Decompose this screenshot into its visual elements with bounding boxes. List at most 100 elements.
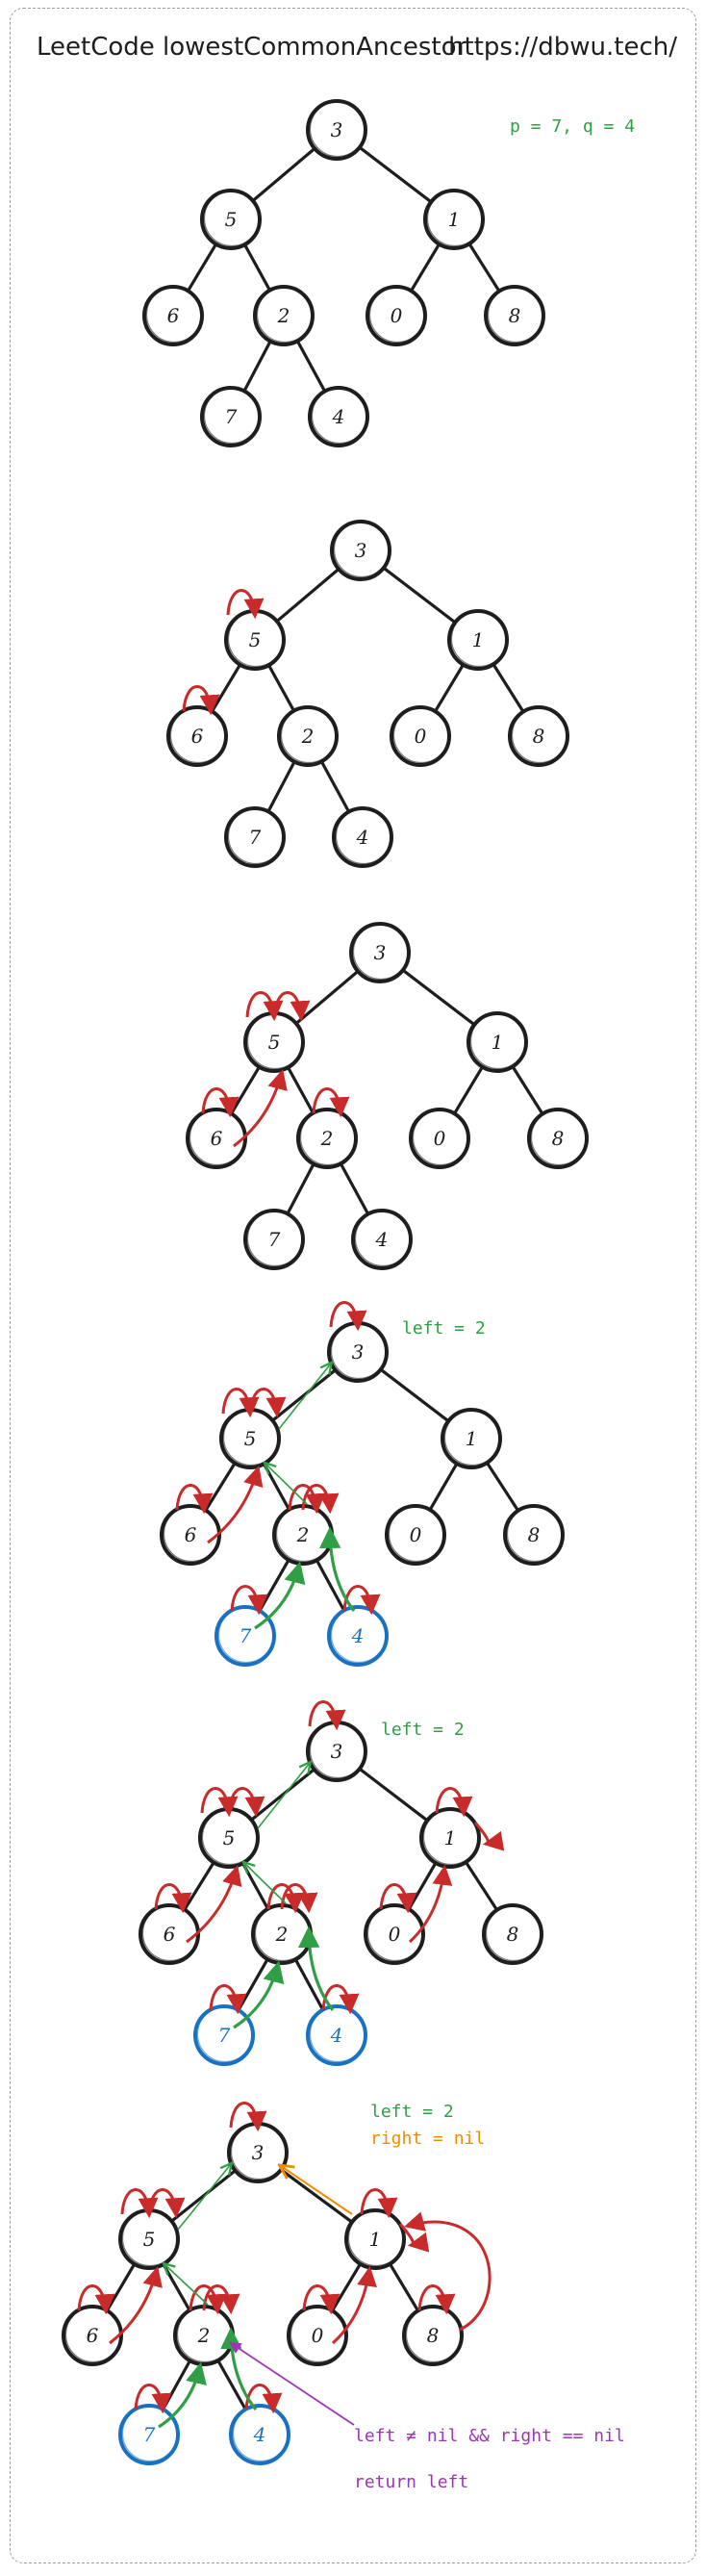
red-call-arrow bbox=[360, 2188, 398, 2219]
node-label: 0 bbox=[312, 2324, 324, 2347]
node-label: 7 bbox=[249, 826, 262, 849]
green-return-arrow bbox=[254, 1561, 306, 1630]
panel-note: return left bbox=[354, 2472, 468, 2492]
node-label: 8 bbox=[528, 1523, 541, 1546]
tree-edge bbox=[242, 339, 272, 394]
tree-node-sketch bbox=[335, 807, 392, 865]
red-call-arrow bbox=[175, 1484, 214, 1515]
tree-node-sketch bbox=[256, 286, 314, 344]
tree-edge bbox=[286, 1161, 315, 1216]
red-return-arrow bbox=[403, 2211, 492, 2332]
tree-node-sketch bbox=[352, 923, 410, 981]
node-label: 4 bbox=[356, 826, 369, 849]
tree-node-sketch bbox=[203, 190, 261, 247]
panel-note: left = 2 bbox=[381, 1720, 465, 1740]
green-return-arrow bbox=[233, 1960, 285, 2029]
red-call-arrow bbox=[308, 1700, 346, 1731]
red-call-arrow bbox=[209, 1984, 247, 2015]
green-return-arrow bbox=[278, 1364, 331, 1430]
red-call-arrow bbox=[302, 2284, 340, 2315]
node-label: 7 bbox=[268, 1228, 281, 1251]
node-label: 3 bbox=[374, 941, 387, 964]
tree-node-sketch bbox=[217, 1606, 275, 1664]
tree-edge bbox=[379, 1367, 450, 1423]
panel-note: left ≠ nil && right == nil bbox=[354, 2426, 625, 2446]
red-call-arrow bbox=[200, 1787, 239, 1818]
green-return-arrow bbox=[318, 1526, 356, 1612]
tree-node-sketch bbox=[469, 1012, 527, 1070]
tree-node-sketch bbox=[511, 706, 568, 764]
tree-node-sketch bbox=[412, 1109, 469, 1166]
red-call-arrow bbox=[329, 1301, 367, 1332]
red-call-arrow bbox=[272, 991, 311, 1022]
tree-node-sketch bbox=[347, 2209, 405, 2267]
node-label: 2 bbox=[277, 304, 290, 327]
tree-edge bbox=[452, 1065, 485, 1115]
tree-node-sketch bbox=[487, 286, 544, 344]
tree-node-sketch bbox=[506, 1505, 564, 1563]
tree-edge bbox=[358, 1767, 429, 1823]
node-label: 2 bbox=[301, 725, 315, 748]
node-label: 2 bbox=[320, 1127, 334, 1150]
orange-return-arrow bbox=[281, 2166, 353, 2215]
node-label: 4 bbox=[330, 2024, 343, 2047]
page-title: LeetCode lowestCommonAncestor bbox=[37, 33, 467, 62]
green-return-arrow bbox=[158, 2361, 207, 2429]
node-label: 8 bbox=[533, 725, 545, 748]
red-call-arrow bbox=[417, 2284, 456, 2315]
red-return-arrow bbox=[408, 1864, 453, 1944]
node-label: 4 bbox=[332, 405, 345, 428]
red-call-arrow bbox=[288, 1484, 326, 1515]
node-label: 7 bbox=[143, 2423, 156, 2446]
tree-node-sketch bbox=[485, 1904, 542, 1962]
red-return-arrow bbox=[233, 1068, 288, 1148]
green-return-arrow bbox=[265, 1464, 308, 1505]
node-label: 1 bbox=[369, 2228, 382, 2251]
red-call-arrow bbox=[77, 2284, 115, 2315]
tree-edge bbox=[242, 242, 272, 293]
tree-node-sketch bbox=[388, 1505, 445, 1563]
tree-node-sketch bbox=[227, 807, 285, 865]
tree-edge bbox=[382, 566, 457, 625]
node-label: 8 bbox=[427, 2324, 440, 2347]
node-label: 1 bbox=[448, 208, 461, 231]
node-label: 5 bbox=[249, 628, 262, 651]
node-label: 0 bbox=[434, 1127, 446, 1150]
node-label: 6 bbox=[164, 1923, 176, 1946]
tree-node-sketch bbox=[450, 610, 508, 668]
node-label: 0 bbox=[391, 304, 403, 327]
red-return-arrow bbox=[186, 1864, 242, 1944]
red-call-arrow bbox=[229, 2102, 267, 2132]
panel-note: p = 7, q = 4 bbox=[510, 116, 635, 137]
node-label: 4 bbox=[375, 1228, 389, 1251]
node-label: 3 bbox=[355, 539, 367, 562]
tree-edge bbox=[467, 242, 501, 293]
node-label: 8 bbox=[509, 304, 521, 327]
red-call-arrow bbox=[312, 1087, 350, 1118]
red-call-arrow bbox=[321, 1984, 360, 2015]
dashed-frame bbox=[10, 8, 696, 2563]
tree-edge bbox=[186, 242, 218, 293]
tree-node-sketch bbox=[309, 100, 366, 158]
tree-node-sketch bbox=[196, 2005, 254, 2063]
tree-edge bbox=[266, 759, 296, 814]
tree-node-sketch bbox=[203, 387, 261, 445]
node-label: 6 bbox=[211, 1127, 223, 1150]
tree-edge bbox=[286, 1065, 315, 1115]
tree-node-sketch bbox=[333, 521, 391, 578]
red-call-arrow bbox=[245, 991, 284, 1022]
red-return-arrow bbox=[473, 1822, 505, 1851]
red-call-arrow bbox=[342, 1585, 381, 1616]
node-label: 2 bbox=[197, 2324, 211, 2347]
green-return-arrow bbox=[220, 2327, 258, 2411]
node-label: 7 bbox=[218, 2024, 231, 2047]
red-call-arrow bbox=[120, 2188, 159, 2219]
tree-node-sketch bbox=[426, 190, 484, 247]
node-label: 1 bbox=[492, 1031, 504, 1054]
node-label: 6 bbox=[191, 725, 204, 748]
